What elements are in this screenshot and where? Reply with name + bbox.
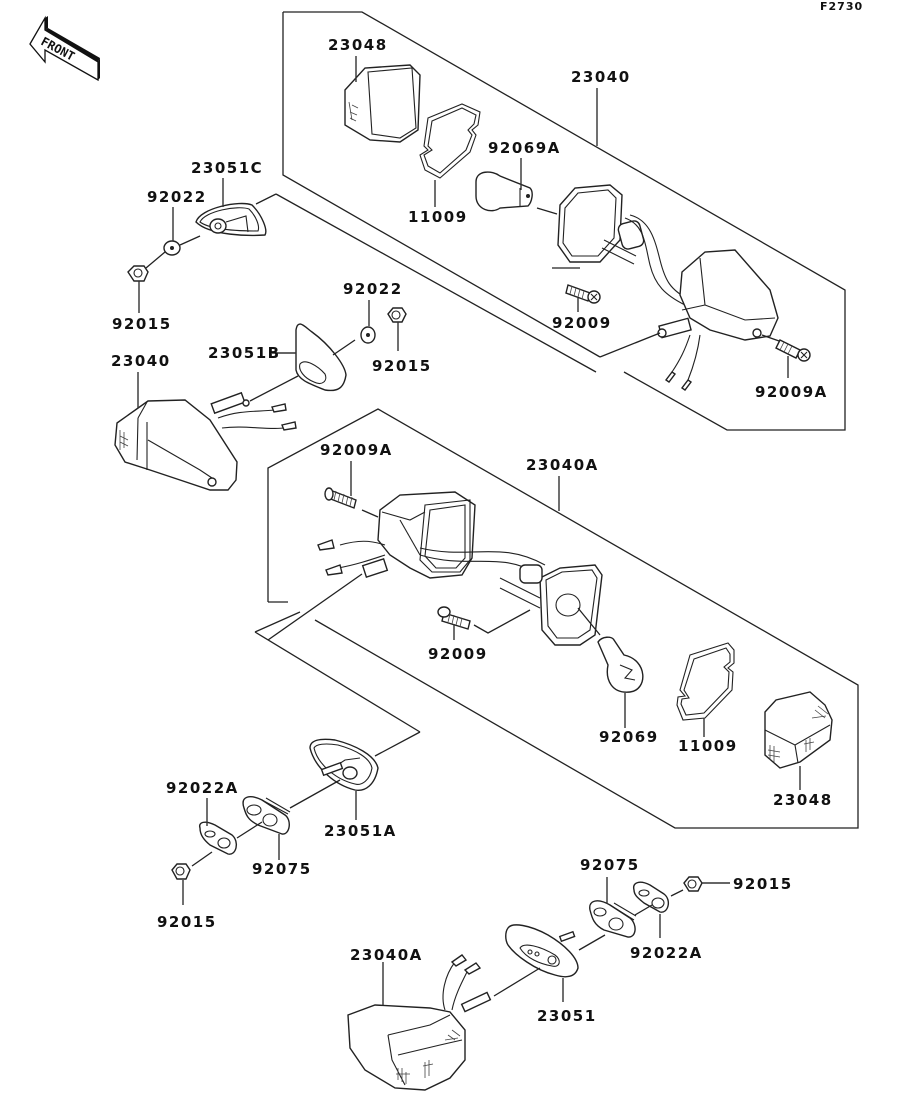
label-23051b: 23051B	[208, 344, 281, 362]
bulb-92069	[597, 636, 644, 693]
front-arrow-icon: FRONT	[29, 15, 100, 82]
label-92009-mid: 92009	[428, 645, 488, 663]
label-11009-top: 11009	[408, 208, 468, 226]
nut-92015-mid	[387, 307, 407, 323]
label-92022-mid: 92022	[343, 280, 403, 298]
bracket-23051b	[295, 323, 347, 392]
label-23040a-bottom: 23040A	[350, 946, 423, 964]
screw-92009-mid	[437, 606, 471, 630]
label-23040a-mid: 23040A	[526, 456, 599, 474]
label-92069a: 92069A	[488, 139, 561, 157]
socket-housing-top	[557, 184, 691, 306]
bracket-23051a	[309, 738, 379, 792]
label-92009-top: 92009	[552, 314, 612, 332]
label-92075-right: 92075	[580, 856, 640, 874]
label-23048-mid: 23048	[773, 791, 833, 809]
label-92069: 92069	[599, 728, 659, 746]
washer-92022a-right	[633, 881, 670, 913]
label-92015-lower-left: 92015	[157, 913, 217, 931]
bracket-23051c	[195, 202, 267, 237]
label-23040-left: 23040	[111, 352, 171, 370]
signal-housing-23040-top	[657, 249, 779, 391]
upper-assembly-outline	[282, 11, 846, 431]
label-23048-top: 23048	[328, 36, 388, 54]
signal-housing-23040a-mid	[317, 491, 546, 579]
damper-92075-left	[242, 796, 291, 835]
label-92075-left: 92075	[252, 860, 312, 878]
gasket-11009-mid	[676, 642, 735, 721]
nut-92015-lower-right	[683, 876, 703, 892]
label-92022a-right: 92022A	[630, 944, 703, 962]
label-11009-mid: 11009	[678, 737, 738, 755]
nut-92015-lower-left	[171, 863, 191, 880]
nut-92015-upper-left	[127, 265, 149, 282]
label-23051c: 23051C	[191, 159, 263, 177]
label-92015-lower-right: 92015	[733, 875, 793, 893]
label-23040-top: 23040	[571, 68, 631, 86]
label-23051a: 23051A	[324, 822, 397, 840]
washer-92022-upper-left	[163, 240, 181, 256]
label-92022-upper-left: 92022	[147, 188, 207, 206]
label-92015-upper-left: 92015	[112, 315, 172, 333]
damper-92075-right	[589, 900, 637, 938]
bracket-23051	[505, 924, 579, 978]
signal-housing-23040-left	[114, 391, 297, 491]
screw-92009-top	[565, 284, 601, 304]
socket-housing-mid	[499, 564, 603, 646]
washer-92022-mid	[360, 326, 376, 344]
label-23051: 23051	[537, 1007, 597, 1025]
label-92015-mid: 92015	[372, 357, 432, 375]
middle-assembly-outline	[254, 408, 859, 829]
screw-92009a-top	[775, 339, 811, 362]
signal-housing-23040a-bottom	[347, 954, 492, 1091]
label-92009a-top: 92009A	[755, 383, 828, 401]
washer-92022a-left	[198, 821, 238, 855]
gasket-11009-top	[419, 103, 481, 179]
screw-92009a-mid	[324, 487, 357, 509]
lens-23048-mid	[764, 691, 833, 769]
label-92009a-mid: 92009A	[320, 441, 393, 459]
lens-23048-top	[344, 64, 421, 143]
bulb-92069a	[475, 171, 533, 212]
figure-id: F2730	[820, 0, 863, 13]
label-92022a-left: 92022A	[166, 779, 239, 797]
